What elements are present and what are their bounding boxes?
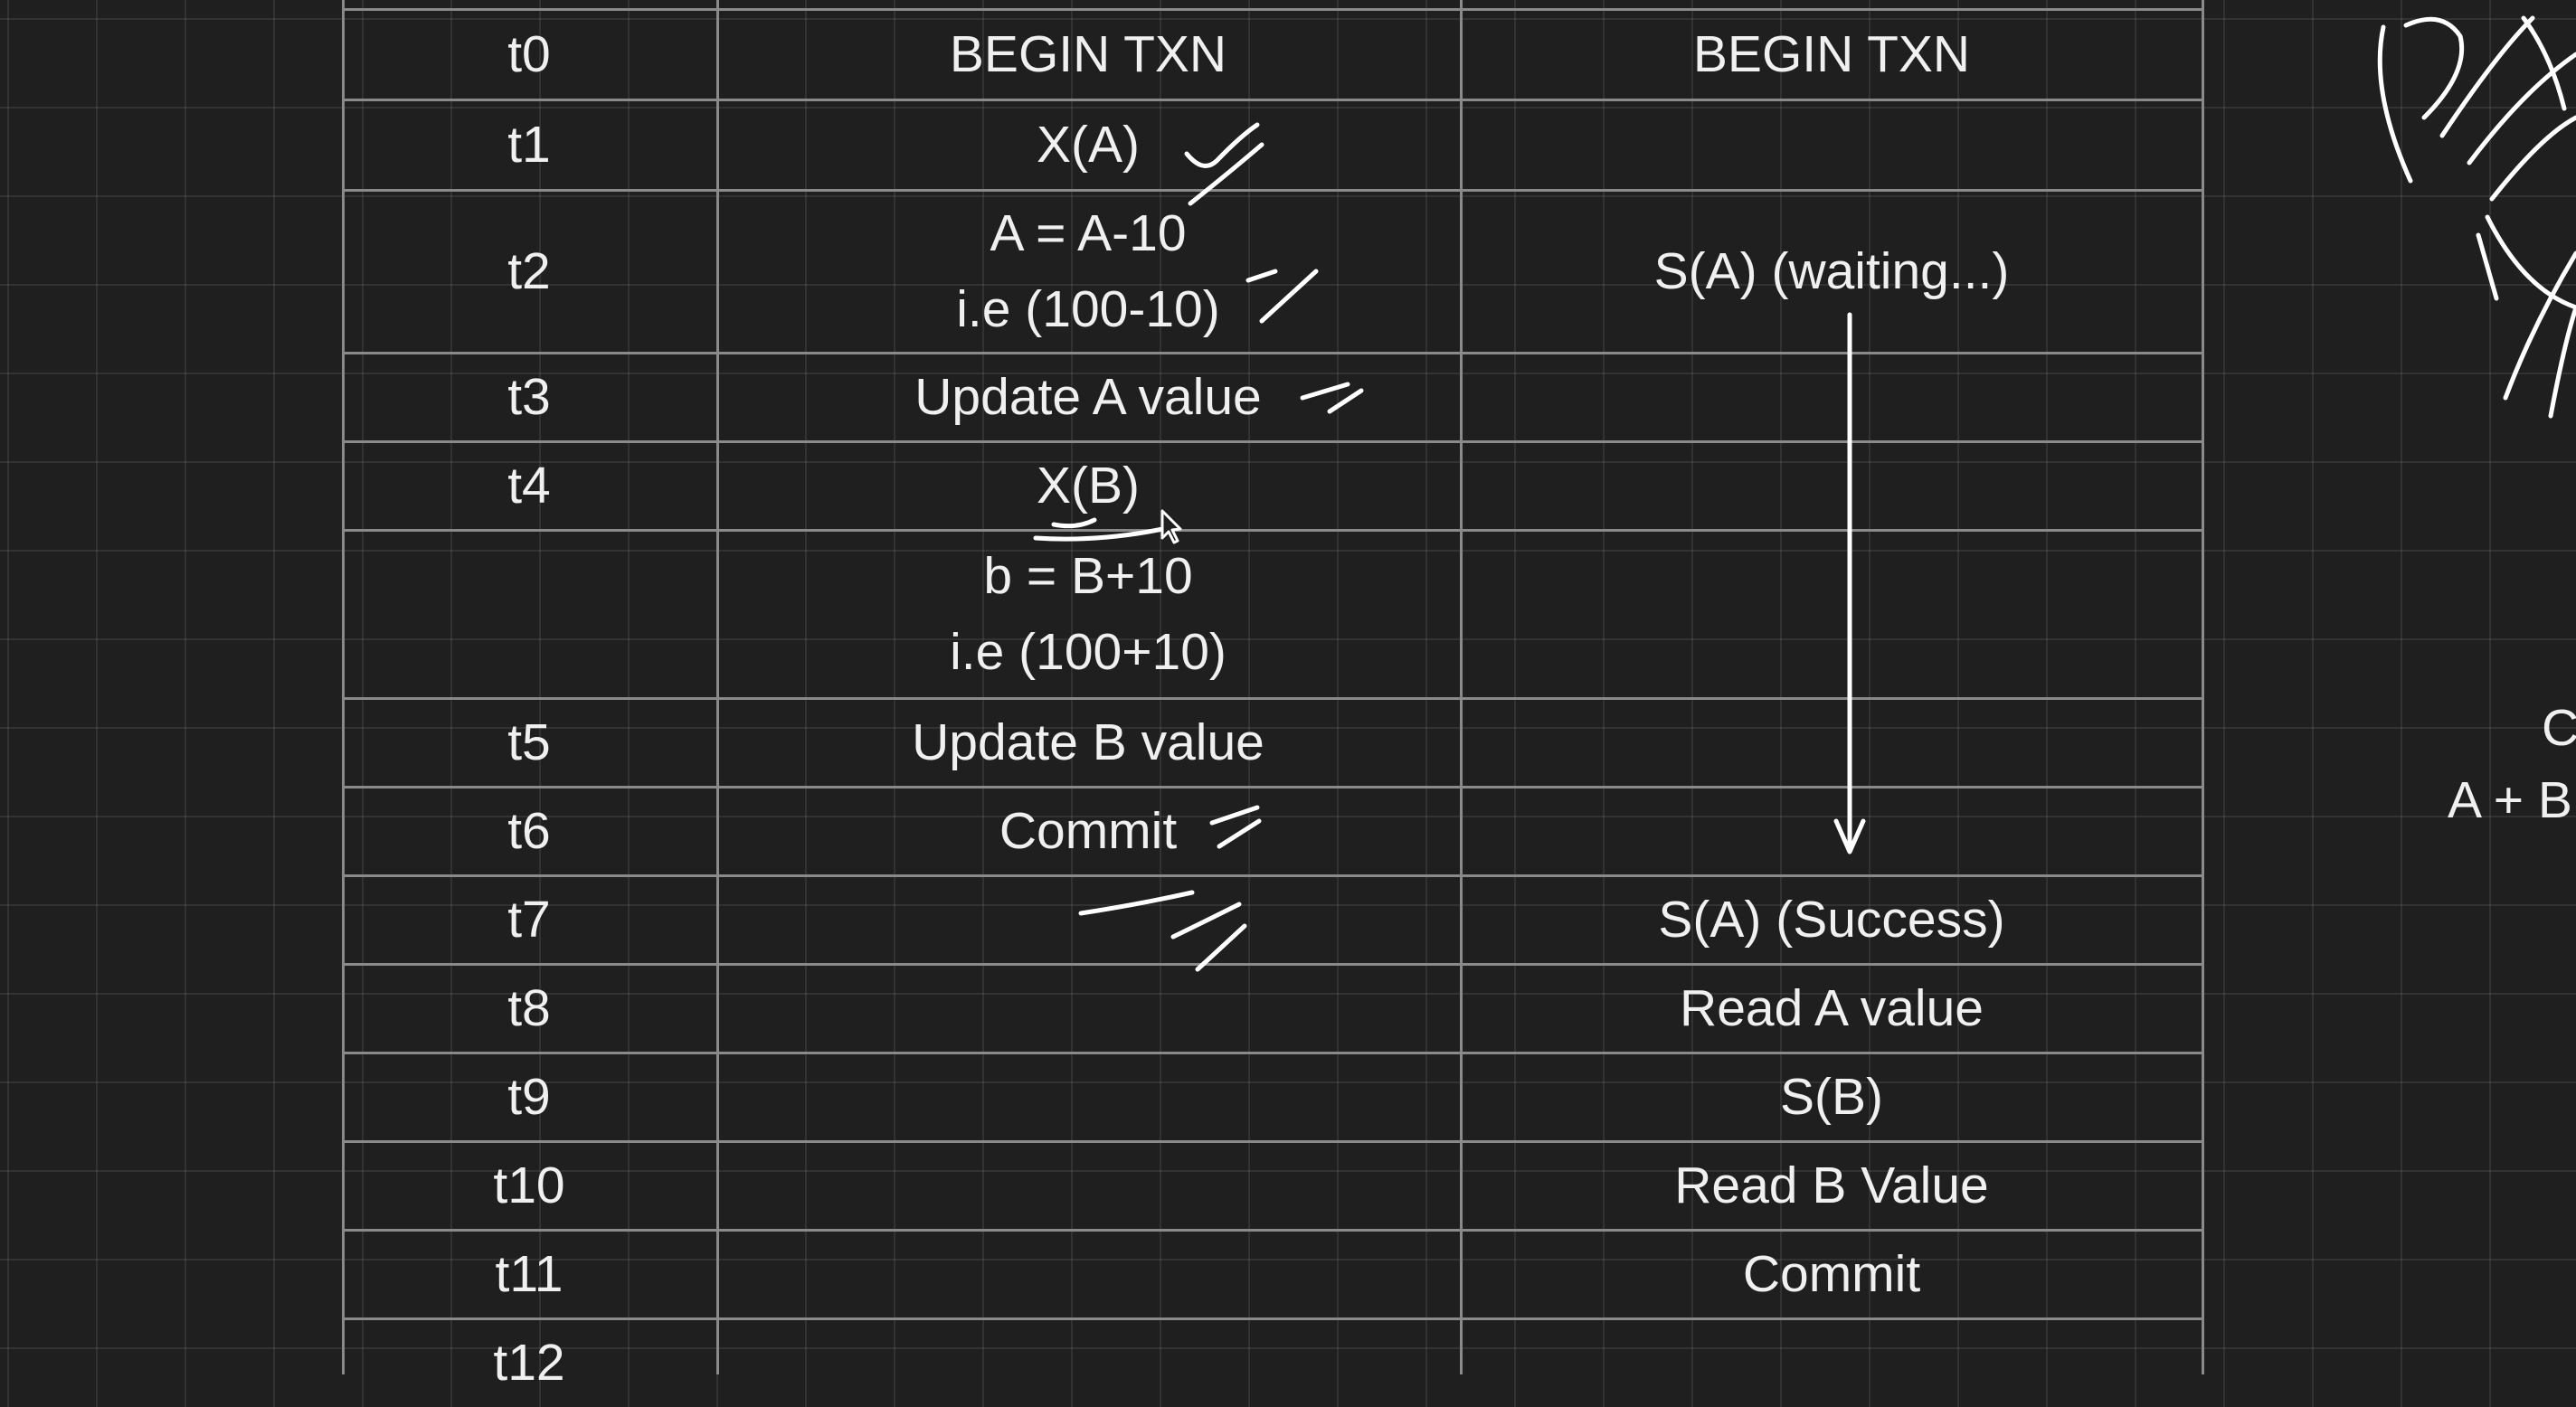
txn1-cell bbox=[716, 1141, 1460, 1230]
time-cell: t1 bbox=[342, 99, 716, 190]
time-cell bbox=[342, 530, 716, 698]
table-row-line bbox=[342, 963, 2203, 966]
table-row-line bbox=[342, 440, 2203, 443]
txn1-cell-line: X(A) bbox=[1037, 116, 1140, 174]
txn1-cell: BEGIN TXN bbox=[716, 9, 1460, 99]
txn2-cell bbox=[1460, 698, 2203, 787]
txn1-cell-line: i.e (100+10) bbox=[950, 623, 1226, 681]
side-note-sum: A + B bbox=[2448, 771, 2572, 829]
time-cell: t11 bbox=[342, 1230, 716, 1318]
time-cell-label: t8 bbox=[507, 979, 551, 1037]
txn2-cell bbox=[1460, 353, 2203, 441]
txn1-cell: Update B value bbox=[716, 698, 1460, 787]
time-cell: t3 bbox=[342, 353, 716, 441]
time-cell: t9 bbox=[342, 1053, 716, 1141]
txn2-cell-line: Read A value bbox=[1680, 979, 1984, 1037]
txn2-cell: S(A) (Success) bbox=[1460, 875, 2203, 964]
txn2-cell bbox=[1460, 99, 2203, 190]
txn1-cell bbox=[716, 964, 1460, 1053]
time-cell-label: t10 bbox=[493, 1157, 565, 1214]
txn1-cell-line: b = B+10 bbox=[983, 547, 1193, 605]
txn2-cell-line: BEGIN TXN bbox=[1692, 25, 1971, 83]
time-cell-label: t9 bbox=[507, 1068, 551, 1126]
txn2-cell-line: Commit bbox=[1742, 1245, 1921, 1303]
txn2-cell-line: S(B) bbox=[1780, 1068, 1883, 1126]
txn2-cell-line: Read B Value bbox=[1674, 1157, 1989, 1214]
table-row-line bbox=[342, 99, 2203, 101]
table-row-line bbox=[342, 874, 2203, 877]
scribble-top-right bbox=[2377, 15, 2576, 419]
table-row-line bbox=[342, 1140, 2203, 1143]
schedule-table: t0 BEGIN TXN BEGIN TXN t1 X(A) t2 A = A-10 i.e … bbox=[342, 0, 2204, 1392]
table-row-line bbox=[342, 529, 2203, 532]
txn2-cell-line: S(A) (Success) bbox=[1658, 891, 2005, 949]
table-row-line bbox=[342, 786, 2203, 788]
table-column-line bbox=[1460, 0, 1463, 1374]
time-cell-label: t7 bbox=[507, 891, 551, 949]
time-cell-label: t6 bbox=[507, 802, 551, 860]
table-column-line bbox=[2202, 0, 2204, 1374]
txn1-cell bbox=[716, 1230, 1460, 1318]
txn1-cell-line: Update A value bbox=[914, 368, 1262, 426]
time-cell: t6 bbox=[342, 787, 716, 875]
time-cell: t10 bbox=[342, 1141, 716, 1230]
txn1-cell-line: A = A-10 bbox=[990, 204, 1187, 262]
txn2-cell: S(A) (waiting...) bbox=[1460, 190, 2203, 353]
txn1-cell bbox=[716, 1318, 1460, 1407]
table-column-line bbox=[716, 0, 719, 1374]
txn1-cell: Commit bbox=[716, 787, 1460, 875]
time-cell-label: t0 bbox=[507, 25, 551, 83]
time-cell-label: t12 bbox=[493, 1334, 565, 1392]
txn1-cell-line: BEGIN TXN bbox=[949, 25, 1227, 83]
txn2-cell: BEGIN TXN bbox=[1460, 9, 2203, 99]
time-cell-label: t3 bbox=[507, 368, 551, 426]
table-row-line bbox=[342, 1229, 2203, 1232]
time-cell-label: t4 bbox=[507, 457, 551, 515]
time-cell: t12 bbox=[342, 1318, 716, 1407]
time-cell: t4 bbox=[342, 441, 716, 530]
txn2-cell bbox=[1460, 1318, 2203, 1407]
txn1-cell-line: i.e (100-10) bbox=[956, 280, 1220, 338]
txn1-cell bbox=[716, 1053, 1460, 1141]
time-cell: t7 bbox=[342, 875, 716, 964]
table-row-line bbox=[342, 697, 2203, 700]
table-row-line bbox=[342, 189, 2203, 192]
table-column-line bbox=[342, 0, 345, 1374]
time-cell-label: t11 bbox=[495, 1245, 564, 1303]
side-note-c: C bbox=[2542, 699, 2576, 757]
txn1-cell: Update A value bbox=[716, 353, 1460, 441]
txn1-cell-line: X(B) bbox=[1037, 457, 1140, 515]
txn1-cell: X(A) bbox=[716, 99, 1460, 190]
txn1-cell: X(B) bbox=[716, 441, 1460, 530]
txn2-cell bbox=[1460, 787, 2203, 875]
time-cell-label: t1 bbox=[507, 116, 551, 174]
txn1-cell bbox=[716, 875, 1460, 964]
txn2-cell: Read B Value bbox=[1460, 1141, 2203, 1230]
table-row-line bbox=[342, 1317, 2203, 1320]
txn1-cell-line: Update B value bbox=[912, 713, 1264, 771]
time-cell: t2 bbox=[342, 190, 716, 353]
txn1-cell-line: Commit bbox=[999, 802, 1178, 860]
time-cell-label: t5 bbox=[507, 713, 551, 771]
table-row-line bbox=[342, 352, 2203, 354]
txn2-cell: Commit bbox=[1460, 1230, 2203, 1318]
txn2-cell: S(B) bbox=[1460, 1053, 2203, 1141]
time-cell-label: t2 bbox=[507, 242, 551, 300]
table-row-line bbox=[342, 8, 2203, 11]
txn2-cell-line: S(A) (waiting...) bbox=[1653, 242, 2010, 300]
txn2-cell: Read A value bbox=[1460, 964, 2203, 1053]
time-cell: t8 bbox=[342, 964, 716, 1053]
txn1-cell: b = B+10 i.e (100+10) bbox=[716, 530, 1460, 698]
table-row-line bbox=[342, 1052, 2203, 1054]
time-cell: t5 bbox=[342, 698, 716, 787]
txn2-cell bbox=[1460, 441, 2203, 530]
txn2-cell bbox=[1460, 530, 2203, 698]
txn1-cell: A = A-10 i.e (100-10) bbox=[716, 190, 1460, 353]
time-cell: t0 bbox=[342, 9, 716, 99]
